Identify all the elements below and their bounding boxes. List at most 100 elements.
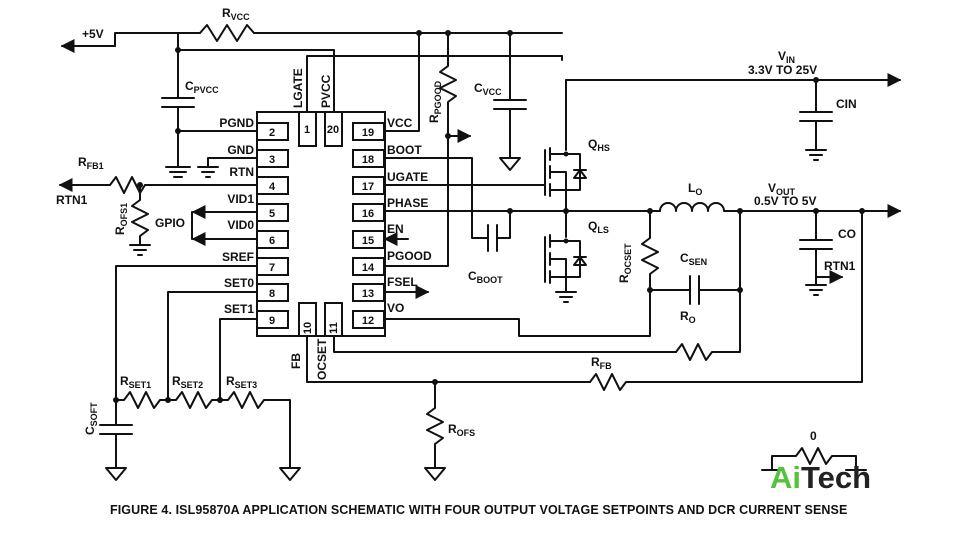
- co-label: CO: [838, 227, 856, 241]
- set0-wire: [167, 291, 258, 401]
- pin-num-14: 14: [362, 262, 375, 274]
- ground-icon: [165, 166, 191, 178]
- qhs-label: QHS: [588, 137, 610, 153]
- co-cap: [799, 210, 833, 286]
- cvcc-label: CVCC: [474, 81, 502, 97]
- rtn1-right-label: RTN1: [824, 259, 856, 273]
- pin-name-rtn: RTN: [229, 165, 254, 179]
- rocset-resistor: [641, 210, 659, 291]
- pin-num-12: 12: [362, 315, 374, 327]
- ro-label: RO: [680, 309, 696, 325]
- pin-num-2: 2: [269, 127, 275, 139]
- cin-cap: [799, 79, 833, 151]
- pin-num-9: 9: [269, 315, 275, 327]
- boot-wire: [384, 157, 489, 239]
- rset3-label: RSET3: [226, 374, 257, 390]
- pin-name-sref: SREF: [222, 250, 254, 264]
- pin-name-ugate: UGATE: [387, 170, 428, 184]
- pin-num-17: 17: [362, 181, 374, 193]
- pin-name-lgate: LGATE: [291, 68, 305, 108]
- rpgood-resistor: [439, 32, 457, 111]
- rtn1-left-label: RTN1: [56, 193, 88, 207]
- csen-cap: [649, 210, 741, 305]
- rpgood-label: RPGOOD: [427, 80, 443, 123]
- rset2-resistor: [167, 391, 221, 409]
- rfb-resistor: [589, 210, 863, 391]
- pin-name-vcc: VCC: [387, 116, 413, 130]
- pin-num-6: 6: [269, 235, 275, 247]
- top-rail-wire: [114, 32, 201, 47]
- ground-icon: [105, 467, 127, 481]
- pin-num-18: 18: [362, 154, 374, 166]
- rfb1-label: RFB1: [78, 155, 104, 171]
- vin-range-label: 3.3V TO 25V: [748, 63, 817, 77]
- set1-wire: [219, 318, 258, 401]
- pin-num-20: 20: [327, 124, 339, 136]
- pin-num-15: 15: [362, 235, 374, 247]
- rofs1-resistor: [131, 184, 149, 246]
- fb-wire: [306, 335, 591, 383]
- ground-icon: [805, 149, 827, 161]
- pin-num-8: 8: [269, 288, 275, 300]
- pin-name-vid1: VID1: [227, 192, 254, 206]
- cboot-label: CBOOT: [468, 269, 503, 285]
- zero-ohm-label: 0: [810, 429, 817, 443]
- pin-name-gnd: GND: [227, 143, 254, 157]
- pin-num-1: 1: [304, 124, 310, 136]
- ground-icon: [279, 467, 301, 481]
- rset2-label: RSET2: [172, 374, 203, 390]
- ground-icon: [499, 157, 521, 171]
- pin-name-fb: FB: [289, 353, 303, 369]
- rocset-label: ROCSET: [617, 243, 633, 283]
- lgate-wire: [306, 55, 563, 113]
- lo-inductor: [659, 202, 891, 212]
- pgood-wire: [384, 109, 449, 267]
- gnd-pin-wire: [207, 157, 258, 168]
- cboot-cap: [487, 210, 511, 252]
- figure-caption: FIGURE 4. ISL95870A APPLICATION SCHEMATI…: [110, 503, 848, 517]
- pin-num-11: 11: [328, 322, 340, 334]
- cvcc-cap: [493, 32, 527, 159]
- pin-name-vo: VO: [387, 301, 404, 315]
- pin-name-set0: SET0: [224, 276, 254, 290]
- watermark-ai: Ai: [770, 460, 801, 495]
- rset1-resistor: [115, 391, 169, 409]
- pin-num-4: 4: [269, 181, 276, 193]
- pin-num-19: 19: [362, 127, 374, 139]
- qls-label: QLS: [588, 219, 609, 235]
- aitech-watermark: AiTech: [770, 460, 871, 496]
- watermark-tech: Tech: [801, 460, 872, 495]
- cin-label: CIN: [836, 97, 857, 111]
- ground-icon: [805, 284, 827, 296]
- pin-num-5: 5: [269, 208, 275, 220]
- ro-resistor: [675, 289, 741, 361]
- rofs-resistor: [426, 381, 444, 469]
- csoft-label: CSOFT: [83, 402, 99, 435]
- rvcc-label: RVCC: [222, 6, 250, 22]
- rset1-label: RSET1: [120, 374, 151, 390]
- ocset-wire: [333, 335, 677, 353]
- pin-name-vid0: VID0: [227, 218, 254, 232]
- zero-ohm-resistor: [761, 447, 867, 471]
- csen-label: CSEN: [680, 251, 707, 267]
- pin-num-13: 13: [362, 288, 374, 300]
- qhs-mosfet: [544, 79, 587, 212]
- pin-name-pgood: PGOOD: [387, 249, 432, 263]
- lo-label: LO: [688, 181, 702, 197]
- cpvcc-label: CPVCC: [185, 79, 219, 95]
- gpio-label: GPIO: [155, 216, 185, 230]
- ground-icon: [424, 467, 446, 481]
- ground-icon: [129, 244, 151, 256]
- pin-name-ocset: OCSET: [315, 338, 329, 380]
- ic-body: [256, 111, 386, 337]
- pin-num-3: 3: [269, 154, 275, 166]
- vout-label: VOUT: [768, 181, 796, 197]
- ground-icon: [197, 166, 219, 178]
- pin-name-en: EN: [387, 222, 404, 236]
- rvcc-resistor: [199, 24, 255, 42]
- csoft-cap: [99, 424, 133, 469]
- rofs-label: ROFS: [448, 422, 475, 438]
- vout-range-label: 0.5V TO 5V: [754, 194, 816, 208]
- pin-num-7: 7: [269, 262, 275, 274]
